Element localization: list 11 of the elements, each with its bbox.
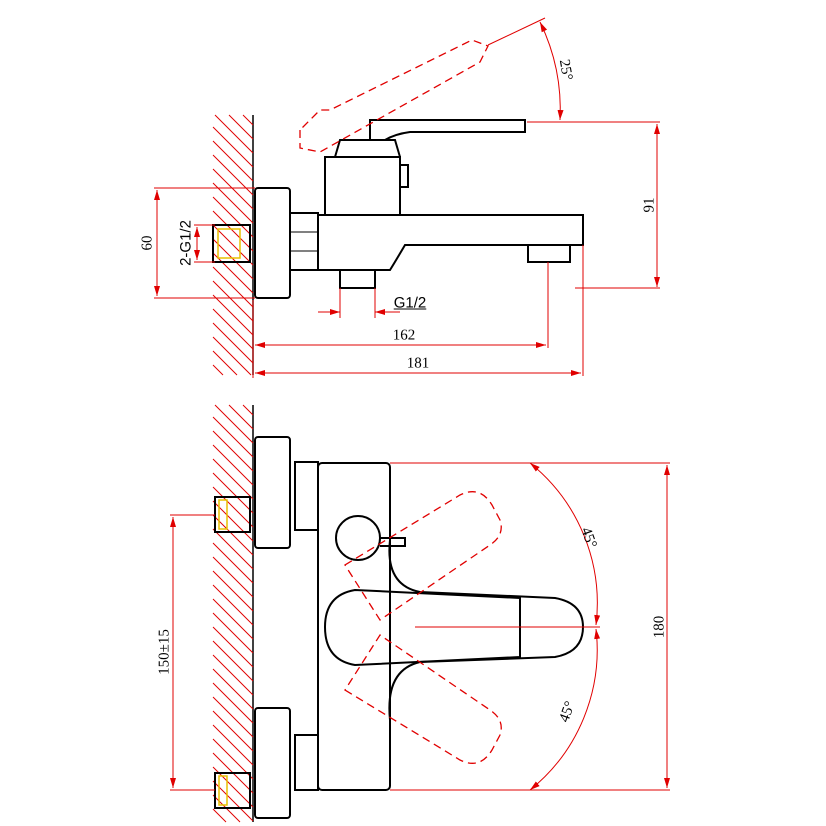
dimension-label: 45° — [557, 700, 579, 724]
dimension-label: 181 — [406, 356, 430, 372]
dimension-label: 2-G1/2 — [178, 220, 194, 266]
dimension-label: 162 — [392, 328, 416, 344]
dimension-label: 45° — [577, 526, 599, 550]
dimension-label: 150±15 — [158, 629, 172, 675]
dimension-label: 180 — [652, 616, 668, 638]
dimension-label: G1/2 — [394, 296, 426, 310]
dimension-label: 60 — [140, 236, 156, 250]
dimension-label: 91 — [642, 198, 658, 212]
dimension-label: 25° — [556, 58, 574, 82]
